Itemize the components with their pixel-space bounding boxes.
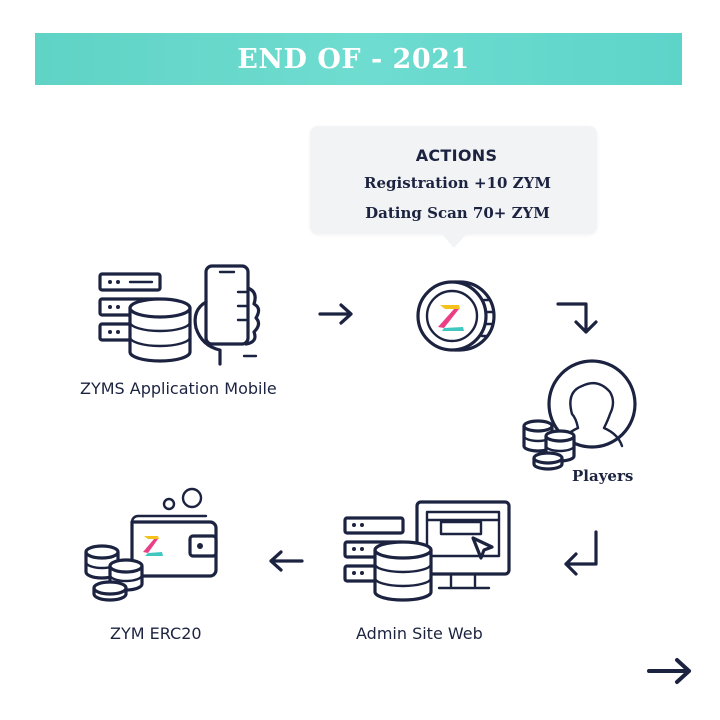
player-avatar-icon — [522, 359, 637, 471]
node-label-admin: Admin Site Web — [356, 624, 483, 643]
turn-down-arrow-icon — [556, 302, 598, 334]
next-arrow-icon[interactable] — [646, 656, 694, 686]
arrow-right-icon — [318, 303, 353, 325]
node-label-players: Players — [572, 467, 634, 485]
zym-coin-icon — [416, 280, 496, 352]
node-label-erc20: ZYM ERC20 — [110, 624, 202, 643]
wallet-coins-icon — [84, 487, 218, 602]
callout-pointer — [440, 232, 468, 248]
node-label-mobile: ZYMS Application Mobile — [80, 379, 277, 398]
actions-callout: ACTIONS Registration +10 ZYM Dating Scan… — [310, 126, 597, 234]
server-monitor-icon — [343, 500, 511, 602]
actions-title: ACTIONS — [415, 146, 498, 165]
turn-left-arrow-icon — [564, 530, 598, 576]
header-banner: END OF - 2021 — [35, 33, 682, 85]
page-title: END OF - 2021 — [237, 43, 470, 75]
action-item: Registration +10 ZYM — [364, 174, 551, 192]
action-item: Dating Scan 70+ ZYM — [365, 204, 550, 222]
arrow-left-icon — [269, 550, 304, 572]
server-phone-icon — [98, 264, 261, 366]
